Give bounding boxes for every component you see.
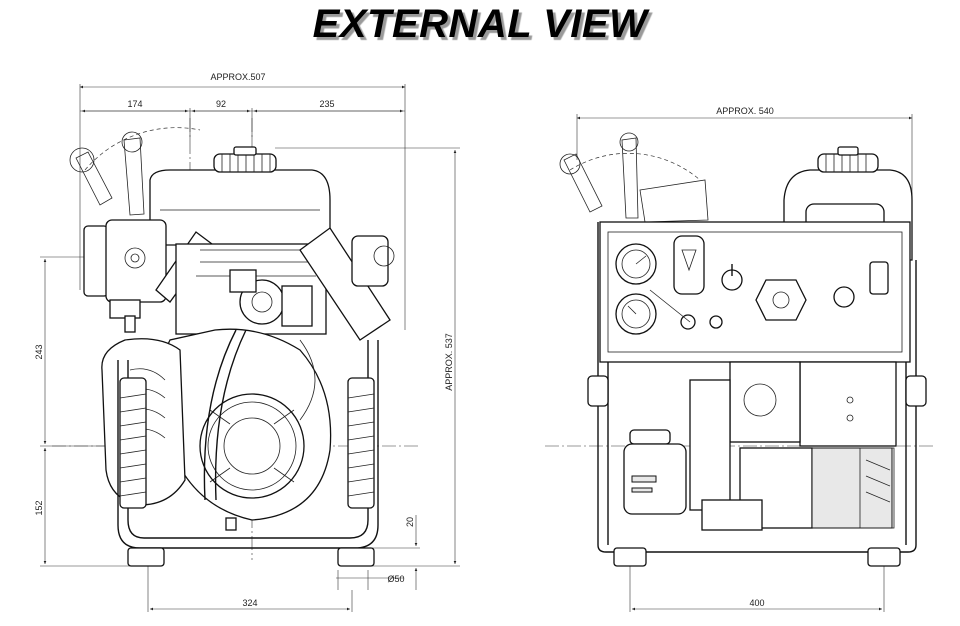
dim-label-approx-507: APPROX.507 <box>210 72 265 82</box>
dim-label-20: 20 <box>405 517 415 527</box>
dim-label-324: 324 <box>242 598 257 608</box>
foot-left <box>127 547 165 567</box>
cushion-right <box>347 377 375 509</box>
dimension-segments: 174 92 235 <box>80 99 405 140</box>
side-frame <box>587 222 927 553</box>
dim-label-approx-537: APPROX. 537 <box>444 333 454 391</box>
dim-label-235: 235 <box>319 99 334 109</box>
pump-housing <box>157 328 332 521</box>
dim-label-174: 174 <box>127 99 142 109</box>
handle-position-mid <box>123 137 145 216</box>
handle-position-left <box>75 151 113 206</box>
primer-pump-icon <box>673 235 705 295</box>
dim-label-diameter-50: Ø50 <box>387 574 404 584</box>
side-engine <box>689 361 897 531</box>
engine-body <box>175 243 327 335</box>
handle-swing-arc <box>84 127 201 171</box>
throttle-knob-icon <box>755 279 807 321</box>
dimension-overall-height: APPROX. 537 <box>275 147 460 567</box>
muffler <box>299 227 395 341</box>
fuel-cap <box>213 146 277 173</box>
dim-label-400: 400 <box>749 598 764 608</box>
dim-label-243: 243 <box>34 344 44 359</box>
page-title: EXTERNAL VIEW <box>312 2 648 46</box>
front-view: APPROX.507 174 92 235 APPROX. 537 <box>34 72 460 612</box>
oil-tank <box>623 429 687 515</box>
side-foot-left <box>613 547 647 567</box>
pipe-frame <box>117 340 379 549</box>
dimension-overall-width: APPROX.507 <box>79 72 406 330</box>
hose <box>203 329 237 501</box>
side-view: APPROX. 540 400 <box>545 106 935 612</box>
foot-right <box>337 547 375 567</box>
dim-label-92: 92 <box>216 99 226 109</box>
dim-label-152: 152 <box>34 500 44 515</box>
control-panel <box>599 221 911 363</box>
dimension-side-foot-spacing: 400 <box>629 566 885 612</box>
cushion-left <box>119 377 147 509</box>
fuel-tank <box>149 169 331 246</box>
side-foot-right <box>867 547 901 567</box>
dimension-foot-spacing: 324 <box>147 566 353 612</box>
side-handle-swing-arc <box>569 152 701 181</box>
dim-label-approx-540: APPROX. 540 <box>716 106 774 116</box>
